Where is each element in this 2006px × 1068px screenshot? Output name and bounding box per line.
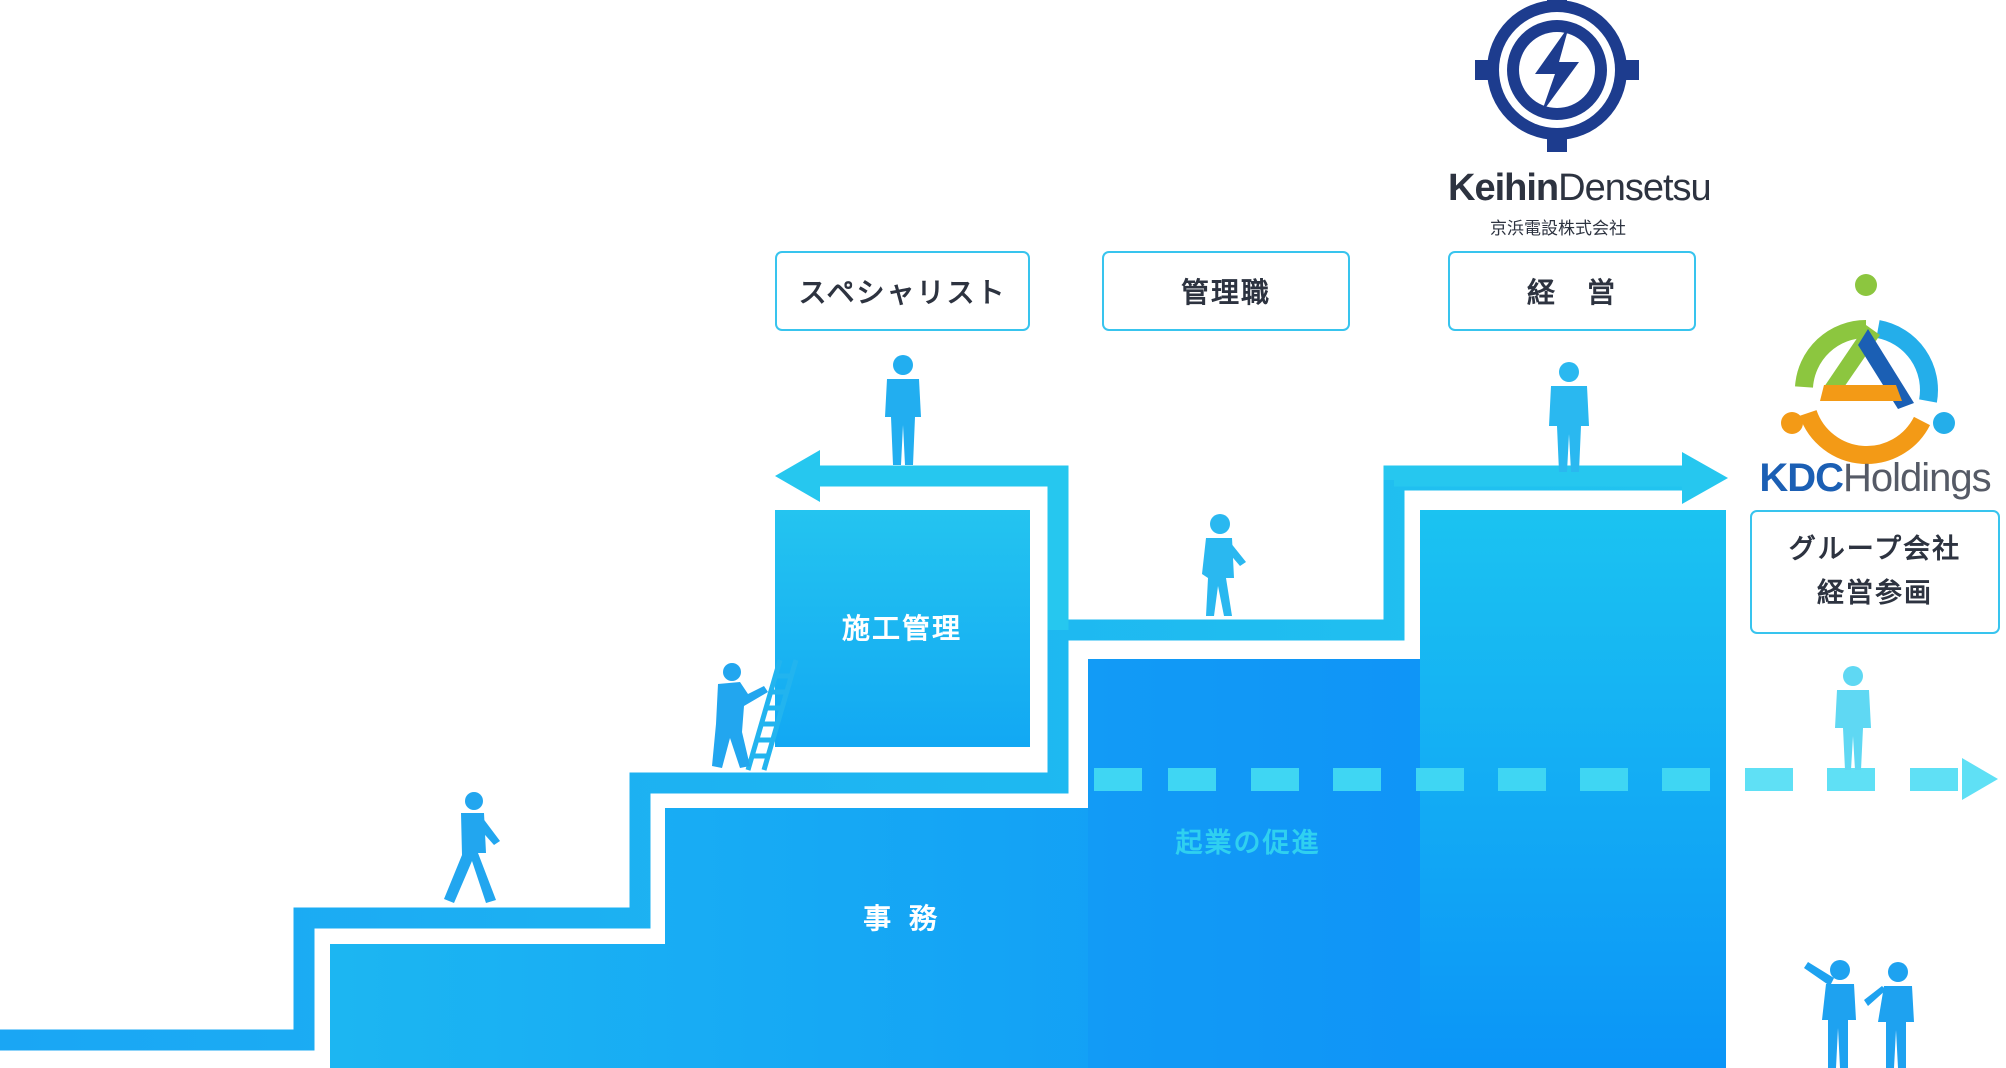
keihin-name-light: Densetsu [1558,167,1712,209]
walking-person-icon [1202,514,1246,616]
kdc-holdings-emblem-icon [1781,274,1955,464]
specialist-label: スペシャリスト [798,276,1007,309]
manager-label: 管理職 [1180,276,1271,309]
startup-dashed-arrow [1094,758,1998,800]
construction-label: 施工管理 [842,612,962,645]
management-box: 経 営 [1448,251,1696,331]
stair-line-upper-right [1383,465,1700,487]
staircase-outline [0,450,1728,1051]
keihin-name-bold: Keihin [1448,167,1559,209]
specialist-box: スペシャリスト [775,251,1030,331]
kdc-name-bold: KDC [1759,456,1844,500]
arrow-left-head [775,450,820,502]
construction-block [775,510,1030,747]
person-climbing-ladder-icon [712,659,799,771]
kdc-name-light: Holdings [1843,456,1992,500]
keihin-emblem-icon [1475,0,1639,152]
standing-worker-icon [1549,362,1589,472]
manager-box: 管理職 [1102,251,1350,331]
workers-pointing-icon [1804,960,1914,1068]
standing-worker-icon [1835,666,1871,770]
group-label-line2: 経営参画 [1817,578,1933,609]
group-label-line1: グループ会社 [1788,534,1962,565]
office-block [330,659,1420,1068]
stair-line-upper-left [805,465,1069,630]
keihin-logo-name: KeihinDensetsu [1448,167,1712,209]
stair-line-lower [0,469,1700,1051]
walking-person-icon [444,792,500,903]
manager-step-block [1088,659,1420,1068]
arrow-right-head [1682,452,1728,504]
standing-worker-icon [885,355,921,465]
kdc-logo-name: KDCHoldings [1744,456,2006,500]
management-label: 経 営 [1526,276,1617,309]
group-management-box: グループ会社 経営参画 [1750,510,2000,634]
office-label: 事 務 [863,902,941,935]
keihin-name-ja: 京浜電設株式会社 [1490,219,1626,239]
startup-label: 起業の促進 [1176,828,1321,859]
